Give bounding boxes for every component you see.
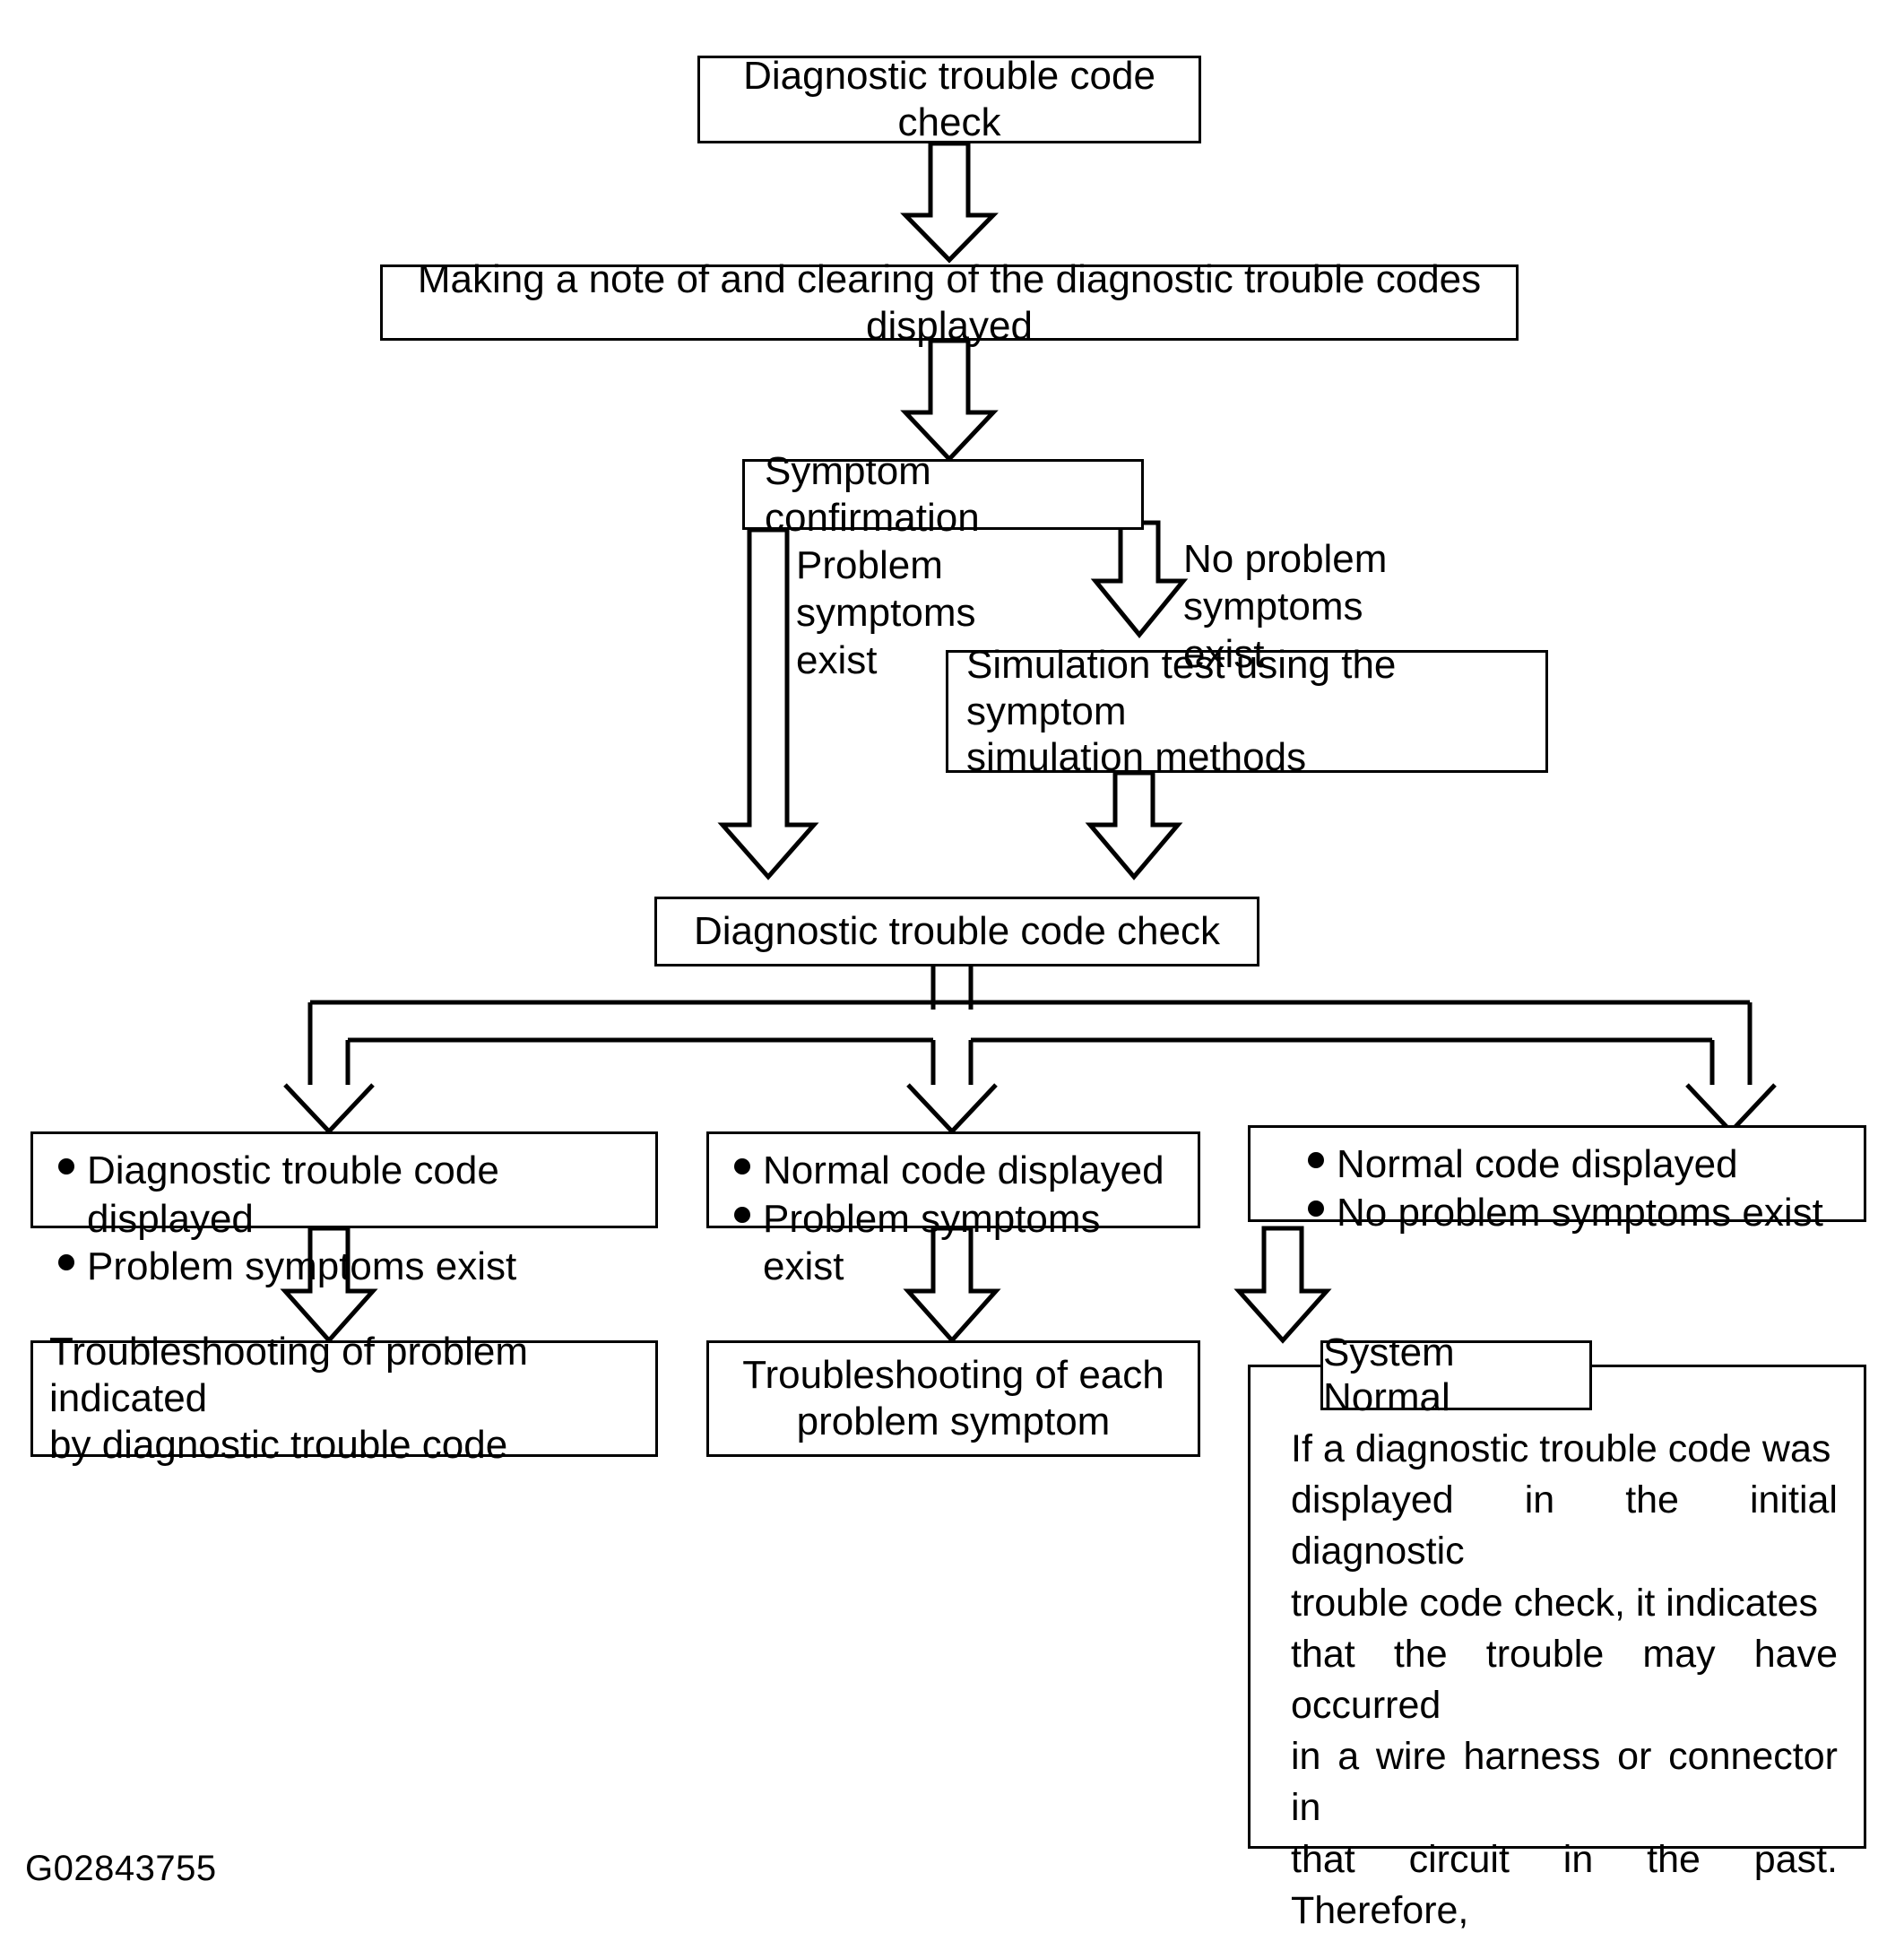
node-troubleshoot-each-symptom-label: Troubleshooting of each problem symptom bbox=[742, 1353, 1164, 1443]
system-normal-body-line: in a wire harness or connector in bbox=[1291, 1735, 1838, 1830]
node-troubleshoot-each-symptom[interactable]: Troubleshooting of each problem symptom bbox=[706, 1340, 1200, 1457]
node-symptom-confirmation[interactable]: Symptom confirmation bbox=[742, 449, 1144, 540]
branch-drop-left bbox=[307, 1002, 351, 1085]
bullet-item: Normal code displayed bbox=[734, 1147, 1183, 1195]
node-make-note-label: Making a note of and clearing of the dia… bbox=[417, 256, 1482, 348]
arrow-note-to-symptom bbox=[900, 338, 999, 463]
arrow-outcome3-to-system-normal bbox=[1233, 1226, 1332, 1344]
branch-drop-right bbox=[1709, 1002, 1753, 1085]
system-normal-body-line: displayed in the initial diagnostic bbox=[1291, 1478, 1838, 1573]
bullet-dot-icon bbox=[734, 1206, 750, 1223]
bullet-dot-icon bbox=[58, 1158, 74, 1175]
bullet-dot-icon bbox=[1308, 1152, 1324, 1168]
bullet-label: Normal code displayed bbox=[763, 1149, 1164, 1192]
arrowhead-left bbox=[283, 1083, 375, 1135]
node-troubleshoot-by-code-label: Troubleshooting of problem indicated by … bbox=[49, 1330, 529, 1467]
branch-label-problem-symptoms-exist: Problem symptoms exist bbox=[796, 543, 976, 682]
node-make-note[interactable]: Making a note of and clearing of the dia… bbox=[380, 257, 1519, 348]
bullet-item: Problem symptoms exist bbox=[58, 1243, 641, 1291]
outcome-dtc-displayed-problem-exists[interactable]: Diagnostic trouble code displayed Proble… bbox=[30, 1131, 658, 1288]
bullet-label: Diagnostic trouble code displayed bbox=[87, 1149, 499, 1241]
bullet-label: No problem symptoms exist bbox=[1337, 1190, 1823, 1235]
node-dtc-check-second-label: Diagnostic trouble code check bbox=[694, 909, 1220, 954]
bullet-label: Normal code displayed bbox=[1337, 1142, 1738, 1186]
bullet-item: Normal code displayed bbox=[1308, 1140, 1849, 1189]
node-dtc-check-top[interactable]: Diagnostic trouble code check bbox=[697, 54, 1201, 144]
figure-id-label: G02843755 bbox=[25, 1849, 217, 1888]
bullet-dot-icon bbox=[734, 1158, 750, 1175]
outcome-normal-code-no-problem[interactable]: Normal code displayed No problem symptom… bbox=[1248, 1125, 1866, 1235]
node-troubleshoot-by-code[interactable]: Troubleshooting of problem indicated by … bbox=[30, 1330, 658, 1467]
system-normal-body-line: If a diagnostic trouble code was bbox=[1291, 1427, 1831, 1470]
node-simulation-test-label: Simulation test using the symptom simula… bbox=[966, 642, 1397, 780]
branch-label-no-problem-symptoms-exist: No problem symptoms exist bbox=[1183, 537, 1388, 676]
bullet-item: Problem symptoms exist bbox=[734, 1195, 1183, 1291]
bullet-dot-icon bbox=[58, 1254, 74, 1271]
node-dtc-check-second[interactable]: Diagnostic trouble code check bbox=[654, 897, 1259, 966]
system-normal-body: If a diagnostic trouble code was display… bbox=[1291, 1424, 1838, 1933]
node-symptom-confirmation-label: Symptom confirmation bbox=[765, 448, 980, 540]
outcome-normal-code-problem-exists[interactable]: Normal code displayed Problem symptoms e… bbox=[706, 1131, 1200, 1288]
arrow-top-to-note bbox=[900, 141, 999, 264]
node-dtc-check-top-label: Diagnostic trouble code check bbox=[743, 54, 1155, 144]
system-normal-title-box[interactable]: System Normal bbox=[1320, 1331, 1592, 1419]
branch-drop-center bbox=[930, 1040, 974, 1085]
system-normal-body-line: trouble code check, it indicates bbox=[1291, 1581, 1818, 1625]
system-normal-body-line: that the trouble may have occurred bbox=[1291, 1632, 1838, 1727]
arrow-simulation-to-dtc-check bbox=[1085, 770, 1183, 880]
bullet-label: Problem symptoms exist bbox=[87, 1244, 517, 1289]
bullet-item: No problem symptoms exist bbox=[1308, 1189, 1849, 1237]
bullet-dot-icon bbox=[1308, 1200, 1324, 1217]
system-normal-note-box[interactable] bbox=[1248, 1365, 1866, 1849]
bullet-item: Diagnostic trouble code displayed bbox=[58, 1147, 641, 1243]
arrowhead-center bbox=[906, 1083, 998, 1135]
node-simulation-test[interactable]: Simulation test using the symptom simula… bbox=[946, 643, 1548, 779]
bullet-label: Problem symptoms exist bbox=[763, 1196, 1101, 1289]
system-normal-body-line: that circuit in the past. Therefore, bbox=[1291, 1837, 1838, 1932]
system-normal-title: System Normal bbox=[1323, 1331, 1455, 1419]
